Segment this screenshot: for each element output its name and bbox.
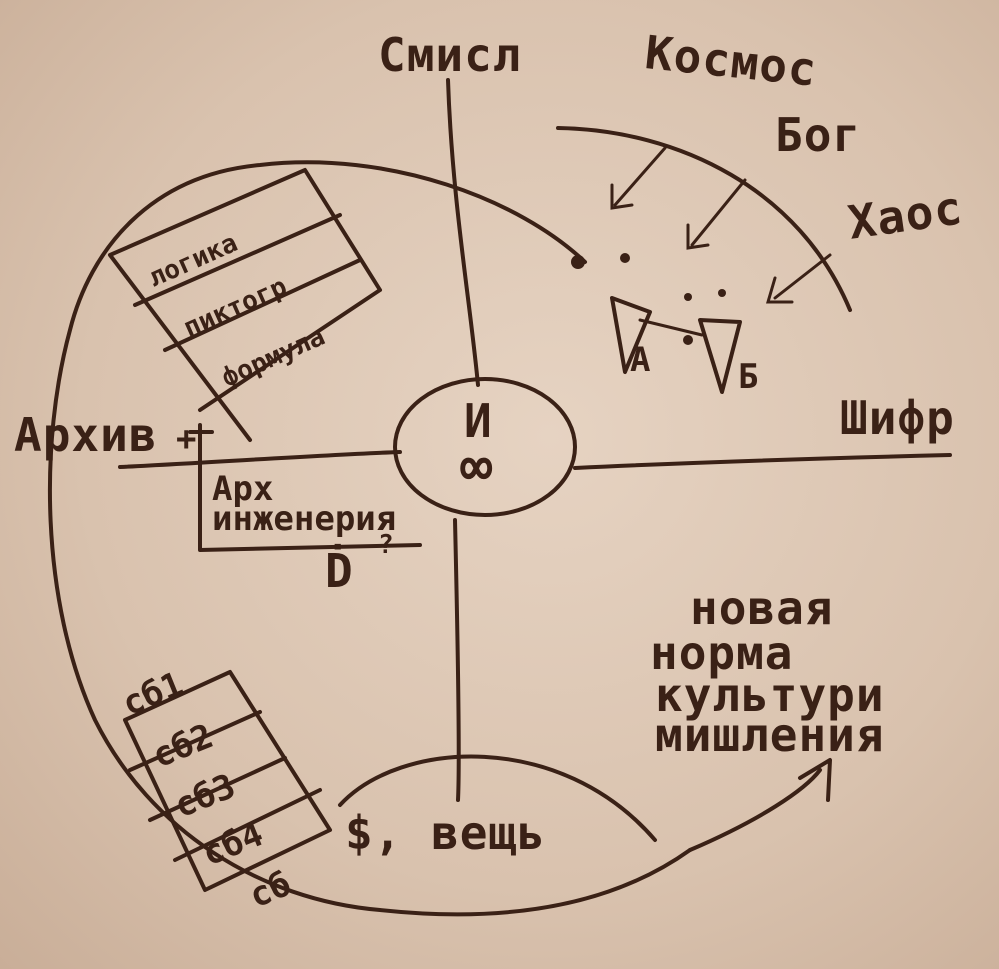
sb-stack-frame [123,670,332,892]
point-b: Б [738,357,759,397]
label-shifr: Шифр [840,391,955,445]
archive-stack-frame [108,168,382,442]
arrow-kosmos-head [610,183,634,210]
dot-4 [683,335,693,345]
vertical-axis-top [446,78,480,387]
label-smysl: Смисл [378,28,522,82]
center-letter: И [464,394,493,448]
point-a: А [630,340,651,380]
dot-2 [684,293,692,301]
vertical-axis-bottom [453,518,461,802]
arrow-bog-head [686,223,710,250]
inner-bottom-arc [338,754,657,842]
label-plus: + [176,419,197,459]
dot-1 [620,253,630,263]
arch-eng-bracket [188,423,422,552]
arrow-to-new-norm [688,768,822,852]
cosmos-arc [556,126,852,312]
arrow-khaos-head [766,276,794,304]
arrow-kosmos [613,146,667,207]
label-veshch: $, вещь [345,806,546,860]
triangle-b [698,318,742,394]
link-a-b [638,318,704,337]
new-norm-line-3: культури [655,668,885,722]
outer-circle [47,160,692,917]
arrow-head-new-norm [798,758,832,802]
center-circle [393,377,577,517]
label-bog: Бог [775,108,862,162]
new-norm-line-4: мишления [655,708,885,762]
d-mark: Ḋ [325,544,354,598]
dot-3 [718,289,726,297]
new-norm-line-1: новая [690,581,834,635]
arrow-bog [690,178,747,247]
arch-eng-line-2: инженерия [212,499,397,539]
question-mark: ? [378,530,394,560]
infinity-symbol: ∞ [460,435,494,498]
arrow-khaos [773,253,832,300]
label-arkhiv: Архив [14,408,158,462]
new-norm-line-2: норма [650,626,794,680]
horizontal-axis-right [573,453,952,470]
arc-end-dot [571,255,585,269]
triangle-a [610,296,652,374]
horizontal-axis-left [118,450,402,469]
arch-eng-line-1: Арх [212,469,274,509]
